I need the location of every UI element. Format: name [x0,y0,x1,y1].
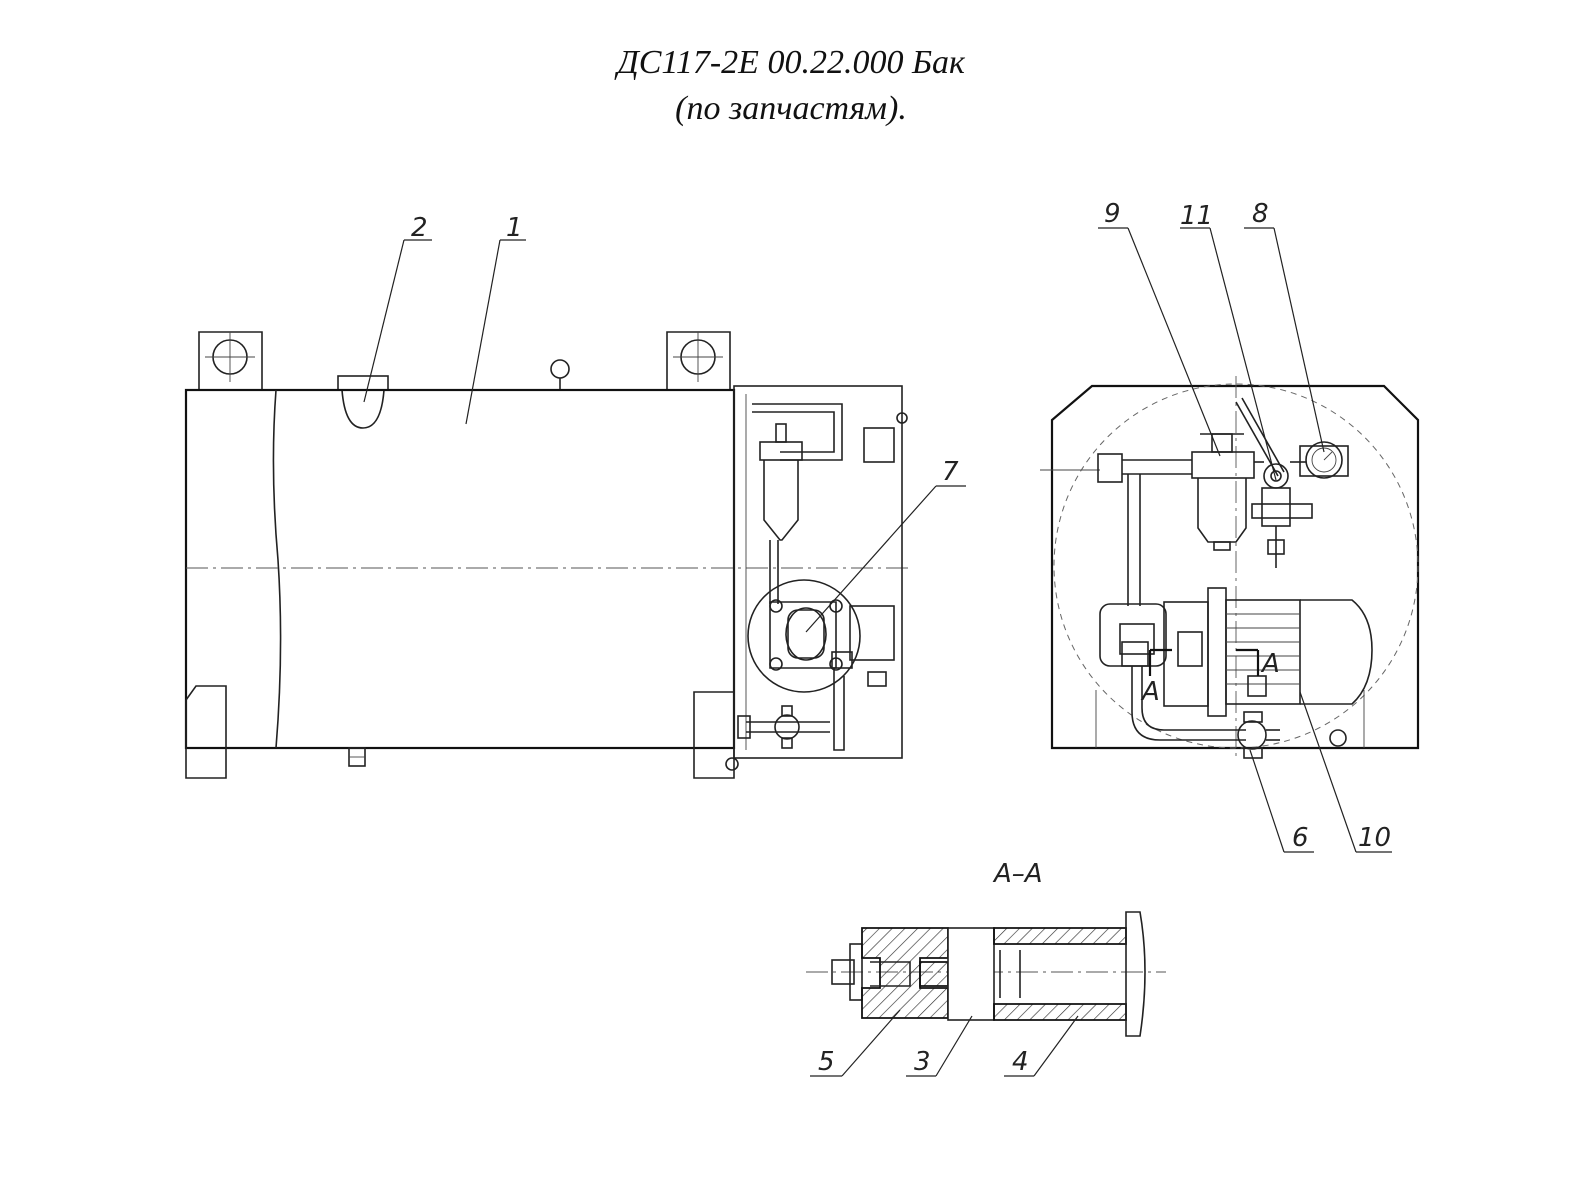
section-marker-right: А [1260,649,1280,679]
drawing-title: ДС117-2Е 00.22.000 Бак (по запчастям). [0,40,1582,132]
callout-8: 8 [1252,199,1269,229]
end-filter [1097,433,1255,551]
callout-4: 4 [1012,1047,1029,1077]
tank-foot-left [185,685,227,779]
tank-side-view [184,331,912,779]
callout-2: 2 [411,213,428,243]
panel-pipe-upper [752,403,843,461]
lifting-lug-left [198,331,263,390]
callout-10: 10 [1358,823,1391,853]
equipment-panel [733,385,903,759]
section-part-4 [993,1003,1127,1021]
tank-body [184,388,736,750]
section-part-3 [947,927,995,1021]
section-view-a-a [806,911,1166,1037]
callout-1: 1 [506,213,523,243]
drain-valve [1237,711,1280,759]
callout-11: 11 [1180,201,1213,231]
tank-foot-right [693,691,735,779]
callout-leaders [363,227,1392,1077]
panel-filter [759,423,803,541]
panel-valve [737,705,830,749]
end-view-outline [1050,384,1420,750]
tank-break-line [272,389,282,749]
eye-bolt [550,359,570,390]
end-valve-handle [1235,397,1313,568]
section-marks [1148,648,1260,676]
end-view-hidden-circle [1053,383,1419,749]
section-marker-left: А [1140,677,1160,707]
lifting-lug-right [666,331,731,390]
panel-junction-box [863,427,895,463]
drawing-title-line1: ДС117-2Е 00.22.000 Бак [617,44,965,81]
drain-plug [348,747,366,767]
callout-6: 6 [1292,823,1309,853]
drawing-title-line2: (по запчастям). [675,90,907,127]
pressure-gauge [1290,441,1349,479]
callout-7: 7 [942,457,959,487]
filler-neck [337,375,389,429]
callout-5: 5 [818,1047,835,1077]
callout-3: 3 [914,1047,931,1077]
tank-end-view [1040,376,1420,760]
section-title: А–А [992,859,1043,889]
callout-9: 9 [1104,199,1121,229]
